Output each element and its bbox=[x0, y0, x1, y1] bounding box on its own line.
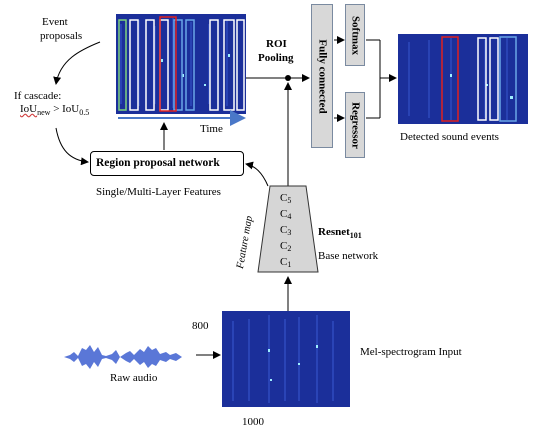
detected-spectrogram bbox=[398, 34, 528, 124]
freq-800-label: 800 bbox=[192, 320, 209, 332]
iou-new-sub: new bbox=[37, 108, 51, 118]
base-network-label: Base network bbox=[318, 250, 379, 262]
layer-c5: CC55 bbox=[280, 192, 292, 205]
regressor-label: Regressor bbox=[349, 102, 362, 149]
iou-new-base: IoU bbox=[20, 103, 38, 115]
base-network-trapezoid bbox=[257, 185, 319, 273]
roi-pooling-label-2: Pooling bbox=[258, 52, 294, 64]
layer-c1: C1 bbox=[280, 256, 292, 269]
layer-c4: C4 bbox=[280, 208, 292, 221]
mel-spectrogram-graphic bbox=[222, 311, 350, 407]
event-proposals-label-2: proposals bbox=[40, 30, 83, 42]
resnet-sub: 101 bbox=[349, 231, 362, 241]
detected-spectrogram-graphic bbox=[398, 34, 528, 124]
mel-input-label: Mel-spectrogram Input bbox=[360, 346, 462, 358]
region-proposal-network-box bbox=[90, 151, 244, 176]
if-cascade-label: If cascade: bbox=[14, 90, 62, 102]
layer-c2: C2 bbox=[280, 240, 292, 253]
features-label: Single/Multi-Layer Features bbox=[96, 186, 221, 198]
fully-connected-label: Fully connected bbox=[316, 39, 329, 114]
detected-events-label: Detected sound events bbox=[400, 131, 499, 143]
softmax-label: Softmax bbox=[349, 15, 362, 56]
softmax-box bbox=[345, 4, 365, 66]
iou-threshold-sub: 0.5 bbox=[79, 108, 90, 118]
event-proposals-label-1: Event bbox=[42, 16, 68, 28]
raw-audio-label: Raw audio bbox=[110, 372, 158, 384]
resnet-label: Resnet101 bbox=[318, 226, 362, 242]
regressor-box bbox=[345, 92, 365, 158]
freq-1000-label: 1000 bbox=[242, 416, 264, 428]
resnet-base: Resnet bbox=[318, 226, 350, 238]
waveform-graphic bbox=[64, 345, 182, 369]
iou-condition: IoUnew > IoU0.5 bbox=[20, 103, 89, 119]
roi-pooling-label-1: ROI bbox=[266, 38, 287, 50]
time-label: Time bbox=[200, 123, 223, 135]
region-proposal-network-label: Region proposal network bbox=[96, 157, 220, 169]
mel-spectrogram bbox=[222, 311, 350, 407]
fully-connected-box bbox=[311, 4, 333, 148]
iou-compare: > IoU bbox=[50, 103, 80, 115]
layer-c3: C3 bbox=[280, 224, 292, 237]
